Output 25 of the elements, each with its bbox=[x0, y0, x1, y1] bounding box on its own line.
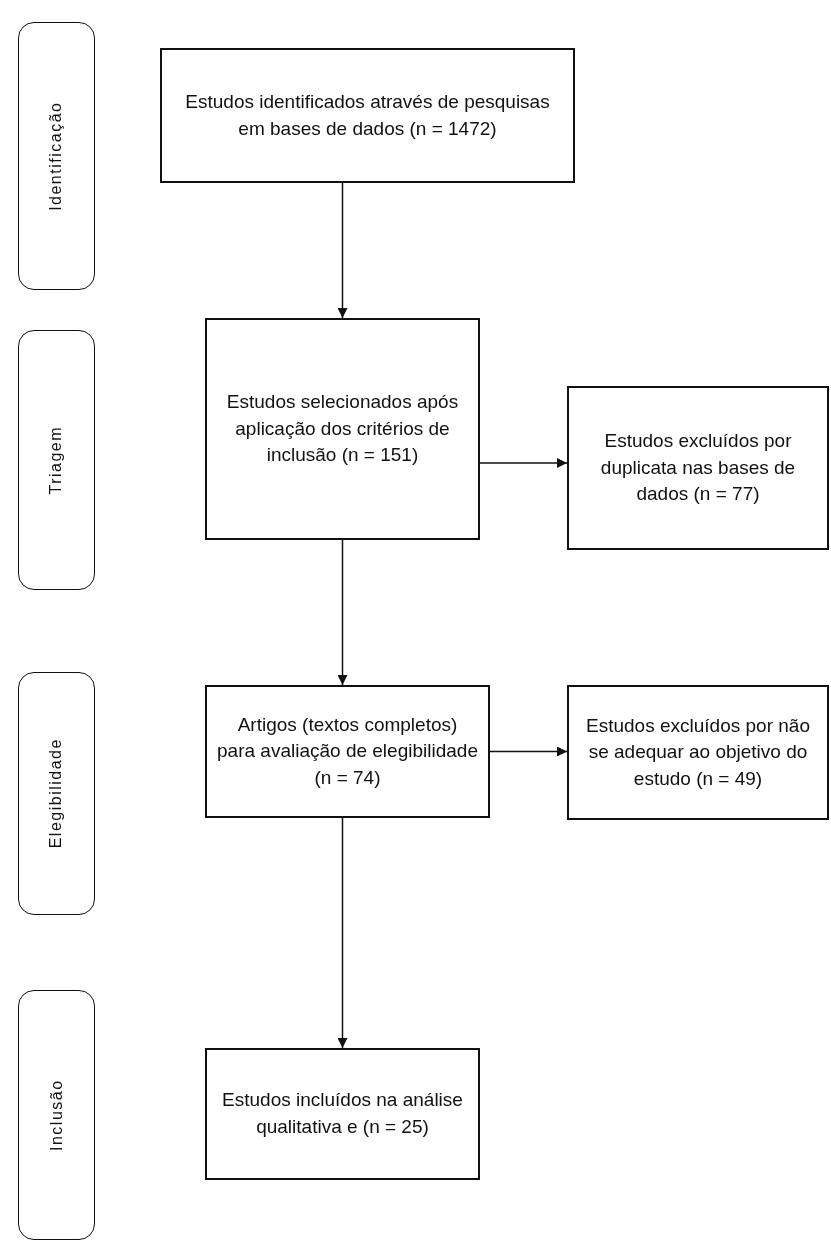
stage-label: Triagem bbox=[46, 425, 66, 495]
stage-label-box bbox=[18, 990, 95, 1240]
process-box bbox=[567, 685, 829, 820]
process-box bbox=[567, 386, 829, 550]
arrow bbox=[337, 817, 348, 1049]
box-text: Estudos excluídos por não se adequar ao objetivo do estudo (n = 49) bbox=[585, 713, 811, 791]
box-text: Artigos (textos completos) para avaliação de elegibilidade (n = 74) bbox=[216, 712, 479, 790]
stage-label-box bbox=[18, 330, 95, 590]
box-text: Estudos incluídos na análise qualitativa e (n = 25) bbox=[221, 1088, 464, 1139]
process-box bbox=[205, 318, 480, 540]
process-box bbox=[205, 1048, 480, 1180]
box-text: Estudos excluídos por duplicata nas bases de dados (n = 77) bbox=[599, 429, 797, 507]
box-text: Estudos selecionados após aplicação dos critérios de inclusão (n = 151) bbox=[225, 390, 460, 468]
arrow bbox=[479, 458, 568, 468]
arrow bbox=[337, 182, 348, 319]
stage-label: Identificação bbox=[46, 101, 66, 211]
stage-label: Inclusão bbox=[46, 1079, 66, 1151]
stage-label-box bbox=[18, 672, 95, 915]
arrow bbox=[337, 539, 348, 686]
arrow bbox=[489, 746, 568, 757]
process-box bbox=[160, 48, 575, 183]
stage-label-box bbox=[18, 22, 95, 290]
process-box bbox=[205, 685, 490, 818]
box-text: Estudos identificados através de pesquisas em bases de dados (n = 1472) bbox=[184, 89, 551, 141]
stage-label: Elegibilidade bbox=[46, 738, 66, 849]
